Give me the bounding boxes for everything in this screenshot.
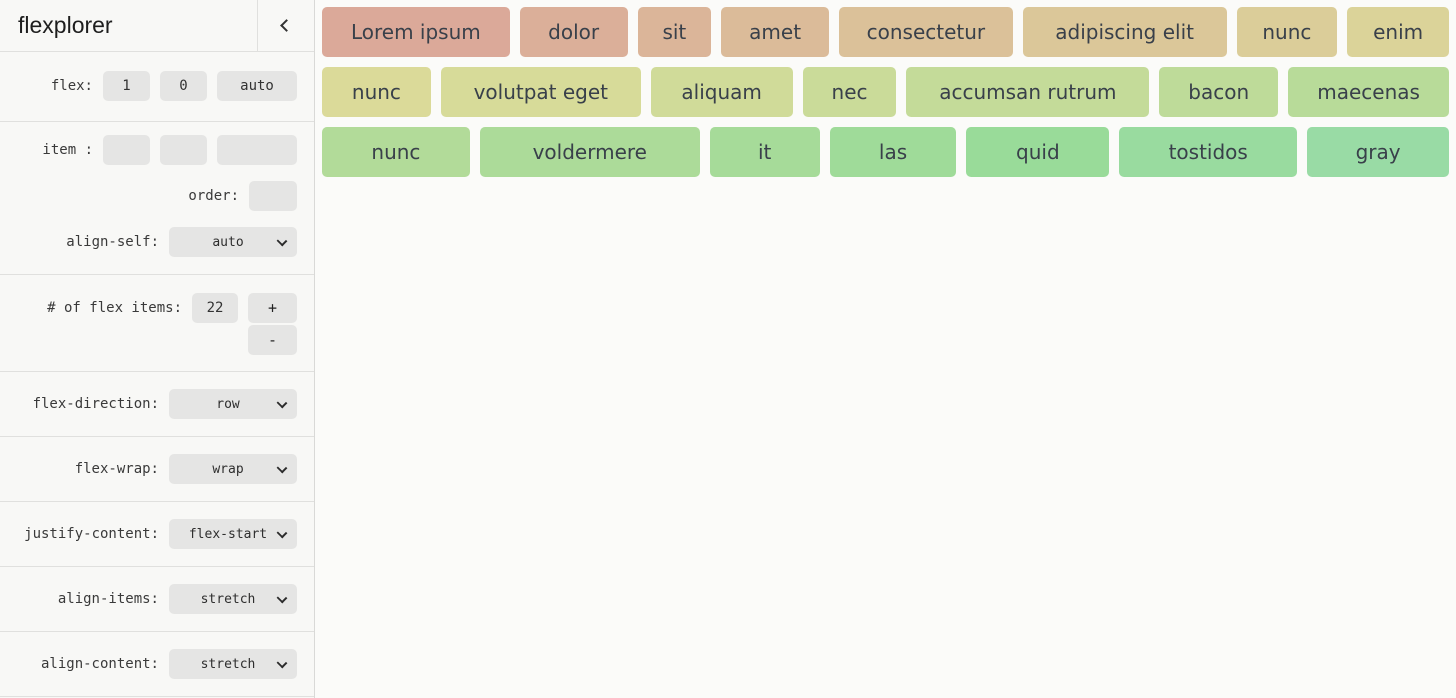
flex-item[interactable]: Lorem ipsum xyxy=(322,7,510,57)
item-label: item : xyxy=(42,142,93,158)
item-count-input[interactable] xyxy=(192,293,238,323)
flex-direction-select[interactable]: row xyxy=(169,389,297,419)
flex-item[interactable]: bacon xyxy=(1159,67,1279,117)
item-grow-input[interactable] xyxy=(103,135,150,165)
flex-item[interactable]: gray xyxy=(1307,127,1450,177)
item-basis-input[interactable] xyxy=(217,135,297,165)
flex-wrap-label: flex-wrap: xyxy=(74,461,159,477)
flex-item[interactable]: dolor xyxy=(519,7,628,57)
chevron-down-icon xyxy=(276,657,288,669)
order-label: order: xyxy=(188,188,239,204)
add-item-button[interactable]: + xyxy=(248,293,297,323)
chevron-down-icon xyxy=(276,235,288,247)
flex-item[interactable]: accumsan rutrum xyxy=(906,67,1150,117)
justify-content-section: justify-content: flex-start xyxy=(0,502,314,567)
align-items-row: align-items: stretch xyxy=(58,584,297,614)
flex-item[interactable]: enim xyxy=(1347,7,1449,57)
flex-item[interactable]: nec xyxy=(802,67,897,117)
chevron-down-icon xyxy=(276,397,288,409)
item-section: item : order: align-self: auto xyxy=(0,122,314,275)
chevron-down-icon xyxy=(276,592,288,604)
flex-item[interactable]: volutpat eget xyxy=(440,67,641,117)
justify-content-label: justify-content: xyxy=(24,526,159,542)
remove-item-button[interactable]: - xyxy=(248,325,297,355)
order-input[interactable] xyxy=(249,181,297,211)
item-flex-row: item : xyxy=(42,135,297,165)
flex-item[interactable]: sit xyxy=(637,7,712,57)
chevron-left-icon xyxy=(279,19,293,32)
align-self-label: align-self: xyxy=(66,234,159,250)
item-shrink-input[interactable] xyxy=(160,135,207,165)
flex-direction-row: flex-direction: row xyxy=(33,389,297,419)
flex-item[interactable]: amet xyxy=(721,7,829,57)
flex-item[interactable]: nunc xyxy=(1236,7,1338,57)
order-row: order: xyxy=(188,181,297,211)
flex-item[interactable]: nunc xyxy=(322,127,470,177)
align-content-row: align-content: stretch xyxy=(41,649,297,679)
flex-item[interactable]: it xyxy=(709,127,820,177)
flex-item[interactable]: voldermere xyxy=(479,127,700,177)
item-count-row: # of flex items: + - xyxy=(47,293,297,355)
flex-item[interactable]: quid xyxy=(966,127,1110,177)
flex-direction-label: flex-direction: xyxy=(32,396,159,412)
flex-item[interactable]: tostidos xyxy=(1119,127,1298,177)
collapse-sidebar-button[interactable] xyxy=(257,0,314,51)
flex-item[interactable]: maecenas xyxy=(1288,67,1450,117)
justify-content-select[interactable]: flex-start xyxy=(169,519,297,549)
flex-item[interactable]: consectetur xyxy=(839,7,1013,57)
align-items-select[interactable]: stretch xyxy=(169,584,297,614)
flex-direction-section: flex-direction: row xyxy=(0,372,314,437)
flex-shorthand-section: flex: xyxy=(0,52,314,122)
item-count-section: # of flex items: + - xyxy=(0,275,314,372)
align-content-label: align-content: xyxy=(40,656,159,672)
align-self-select[interactable]: auto xyxy=(169,227,297,257)
align-items-label: align-items: xyxy=(57,591,159,607)
chevron-down-icon xyxy=(276,462,288,474)
chevron-down-icon xyxy=(276,527,288,539)
justify-content-row: justify-content: flex-start xyxy=(24,519,297,549)
flex-basis-input[interactable] xyxy=(217,71,297,101)
flex-item[interactable]: adipiscing elit xyxy=(1022,7,1227,57)
flex-label: flex: xyxy=(50,78,93,94)
flex-wrap-select[interactable]: wrap xyxy=(169,454,297,484)
align-items-section: align-items: stretch xyxy=(0,567,314,632)
flex-item[interactable]: las xyxy=(829,127,957,177)
app-title: flexplorer xyxy=(18,12,113,38)
flex-shrink-input[interactable] xyxy=(160,71,207,101)
item-count-label: # of flex items: xyxy=(47,300,182,316)
item-count-stepper: + - xyxy=(248,293,297,355)
sidebar-header: flexplorer xyxy=(0,0,314,52)
align-self-row: align-self: auto xyxy=(66,227,297,257)
flex-item[interactable]: aliquam xyxy=(650,67,793,117)
flex-wrap-row: flex-wrap: wrap xyxy=(75,454,297,484)
sidebar: flexplorer flex: item : order: align-sel… xyxy=(0,0,315,698)
flex-grow-input[interactable] xyxy=(103,71,150,101)
align-content-select[interactable]: stretch xyxy=(169,649,297,679)
align-content-section: align-content: stretch xyxy=(0,632,314,697)
flex-row: flex: xyxy=(51,71,297,101)
flex-wrap-section: flex-wrap: wrap xyxy=(0,437,314,502)
flex-item[interactable]: nunc xyxy=(322,67,431,117)
